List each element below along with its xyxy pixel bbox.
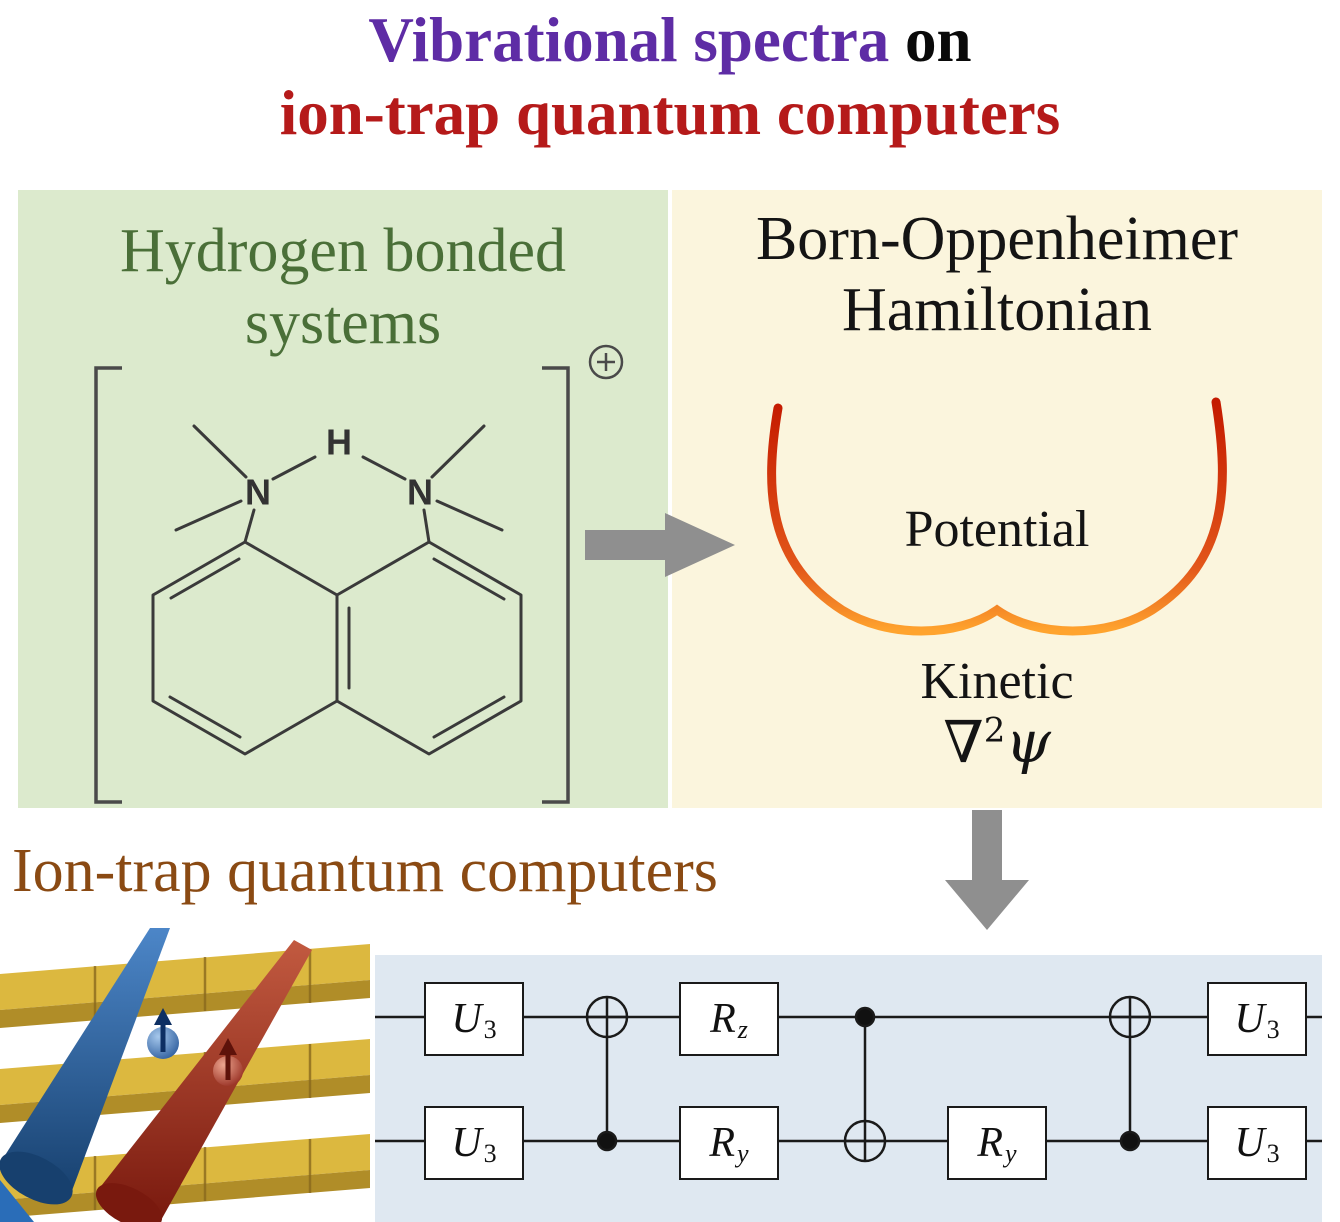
gate-sub: y — [1005, 1139, 1017, 1168]
gate-label: U — [451, 1120, 482, 1166]
gate-sub: 3 — [483, 1015, 497, 1044]
down-arrow-icon — [945, 810, 1029, 930]
iontrap-heading: Ion-trap quantum computers — [12, 837, 718, 905]
cnot-2 — [843, 1006, 887, 1163]
atom-label-n-left: N — [245, 472, 271, 513]
gate-label: R — [709, 1120, 736, 1166]
amine-bonds — [174, 424, 504, 544]
potential-well-figure — [767, 397, 1227, 636]
gate-label: R — [710, 996, 736, 1042]
gate-sub: 3 — [1266, 1139, 1280, 1168]
hydrogen-bonded-panel: Hydrogen bonded systems — [18, 190, 668, 808]
bracket-right-icon — [542, 366, 570, 804]
title-plain-text: on — [889, 5, 972, 75]
title-accent-text: Vibrational spectra — [368, 5, 890, 75]
figure-title: Vibrational spectra on ion-trap quantum … — [0, 4, 1340, 150]
nabla-symbol: ∇ — [943, 708, 984, 776]
born-oppenheimer-heading: Born-Oppenheimer Hamiltonian — [755, 205, 1239, 344]
gate-label: U — [451, 996, 482, 1042]
kinetic-label: Kinetic — [920, 653, 1074, 710]
nabla-exponent: 2 — [983, 710, 1006, 751]
born-oppenheimer-panel: Born-Oppenheimer Hamiltonian Potential K… — [672, 190, 1322, 808]
circled-plus-icon — [588, 344, 624, 380]
gate-label: U — [1234, 1120, 1265, 1166]
potential-well-curve — [767, 397, 1227, 636]
gate-sub: 3 — [1266, 1015, 1280, 1044]
bracket-left-icon — [94, 366, 122, 804]
ion-trap-illustration — [0, 928, 370, 1222]
naphthalene-skeleton — [151, 540, 523, 756]
red-ion — [213, 1038, 243, 1086]
blue-ion — [147, 1008, 179, 1059]
gate-label: U — [1234, 996, 1265, 1042]
title-line2: ion-trap quantum computers — [279, 78, 1061, 149]
molecule-drawing: N H N — [94, 344, 624, 804]
right-arrow-icon — [585, 513, 735, 577]
kinetic-formula: ∇2ψ — [672, 708, 1322, 776]
gate-sub: z — [737, 1015, 748, 1044]
potential-label: Potential — [904, 501, 1090, 558]
hydrogen-panel-heading: Hydrogen bonded systems — [120, 217, 566, 357]
cnot-1 — [585, 995, 629, 1152]
gate-sub: y — [737, 1139, 749, 1168]
gate-label: R — [977, 1120, 1004, 1166]
red-laser-beam-icon — [95, 940, 312, 1222]
wavefunction-symbol: ψ — [1005, 708, 1051, 776]
atom-label-h-bridge: H — [326, 422, 352, 463]
title-line1: Vibrational spectra on — [0, 4, 1340, 77]
gate-sub: 3 — [483, 1139, 497, 1168]
blue-laser-beam-icon — [0, 928, 170, 1222]
cnot-3 — [1108, 995, 1152, 1152]
circuit-wires — [375, 995, 1322, 1163]
atom-label-n-right: N — [407, 472, 433, 513]
